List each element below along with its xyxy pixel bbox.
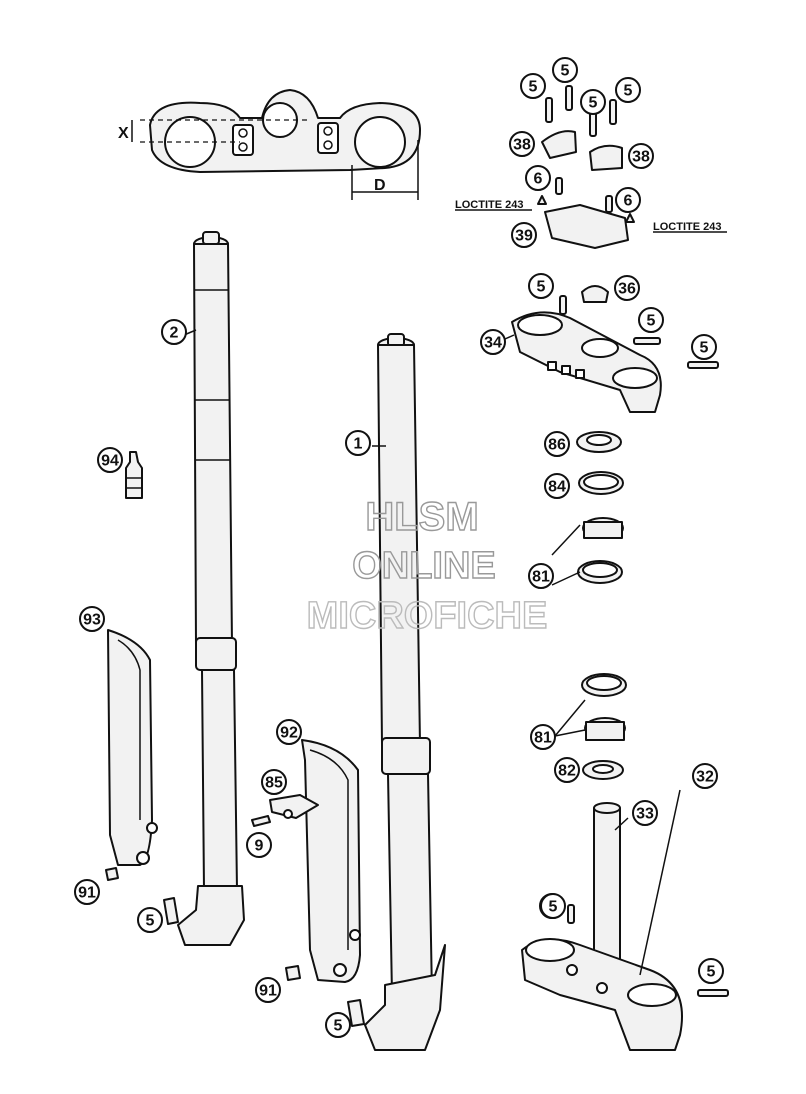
part-callouts: 5555538386639536553421948684819381829285…: [74, 57, 724, 1038]
callout-label: 5: [549, 899, 558, 916]
dimension-x-label: X: [118, 125, 129, 142]
callout-84: 84: [544, 473, 570, 499]
callout-34: 34: [480, 329, 506, 355]
callout-label: 5: [700, 340, 709, 357]
loctite-label-left: LOCTITE 243: [455, 199, 523, 211]
callout-92: 92: [276, 719, 302, 745]
handlebar-clamps: [537, 85, 635, 249]
callout-5: 5: [691, 334, 717, 360]
callout-91: 91: [74, 879, 100, 905]
callout-label: 81: [534, 730, 552, 747]
fork-leg-1: [364, 333, 446, 1051]
callout-label: 86: [548, 437, 566, 454]
watermark-line3: MICROFICHE: [307, 595, 548, 637]
callout-label: 5: [334, 1018, 343, 1035]
callout-label: 39: [515, 228, 533, 245]
callout-86: 86: [544, 431, 570, 457]
callout-94: 94: [97, 447, 123, 473]
callout-label: 5: [537, 279, 546, 296]
loctite-label-right: LOCTITE 243: [653, 221, 721, 233]
callout-6: 6: [615, 187, 641, 213]
callout-5: 5: [520, 73, 546, 99]
callout-label: 6: [624, 193, 633, 210]
callout-label: 5: [529, 79, 538, 96]
watermark-line2: ONLINE: [352, 545, 496, 587]
callout-5: 5: [325, 1012, 351, 1038]
dimension-view-clamp: X D: [118, 89, 421, 200]
callout-5: 5: [528, 273, 554, 299]
loctite-bottle-94: [125, 451, 143, 499]
callout-1: 1: [345, 430, 371, 456]
callout-6: 6: [525, 165, 551, 191]
bolts-lower: [105, 867, 365, 1027]
callout-label: 34: [484, 335, 502, 352]
callout-label: 9: [255, 838, 264, 855]
callout-5: 5: [698, 958, 724, 984]
lower-triple-clamp-32: [521, 802, 729, 1051]
dimension-d-label: D: [374, 177, 386, 194]
callout-5: 5: [540, 893, 566, 919]
callout-label: 38: [513, 137, 531, 154]
callout-label: 82: [558, 763, 576, 780]
callout-label: 5: [146, 913, 155, 930]
fork-guard-92: [301, 739, 361, 983]
callout-33: 33: [632, 800, 658, 826]
watermark-line1: HLSM: [365, 495, 478, 539]
callout-label: 91: [259, 983, 277, 1000]
callout-5: 5: [552, 57, 578, 83]
callout-label: 85: [265, 775, 283, 792]
callout-label: 91: [78, 885, 96, 902]
callout-93: 93: [79, 606, 105, 632]
callout-91: 91: [255, 977, 281, 1003]
callout-85: 85: [261, 769, 287, 795]
callout-38: 38: [509, 131, 535, 157]
callout-9: 9: [246, 832, 272, 858]
callout-label: 81: [532, 569, 550, 586]
callout-label: 5: [589, 95, 598, 112]
callout-label: 93: [83, 612, 101, 629]
fork-leg-2: [177, 231, 245, 946]
callout-label: 5: [561, 63, 570, 80]
callout-81: 81: [528, 563, 554, 589]
callout-label: 38: [632, 149, 650, 166]
callout-label: 36: [618, 281, 636, 298]
callout-label: 5: [624, 83, 633, 100]
callout-39: 39: [511, 222, 537, 248]
callout-5: 5: [615, 77, 641, 103]
steering-head-parts: [576, 431, 627, 780]
callout-label: 5: [707, 964, 716, 981]
callout-5: 5: [638, 307, 664, 333]
callout-2: 2: [161, 319, 187, 345]
callout-81: 81: [530, 724, 556, 750]
callout-label: 32: [696, 769, 714, 786]
leader-lines: [171, 329, 681, 976]
clamp-85: [251, 794, 319, 827]
watermark: HLSM ONLINE MICROFICHE: [306, 494, 548, 637]
callout-5: 5: [580, 89, 606, 115]
callout-32: 32: [692, 763, 718, 789]
callout-82: 82: [554, 757, 580, 783]
callout-38: 38: [628, 143, 654, 169]
callout-label: 94: [101, 453, 119, 470]
callout-label: 5: [647, 313, 656, 330]
callout-label: 1: [354, 436, 363, 453]
callout-label: 2: [170, 325, 179, 342]
callout-label: 6: [534, 171, 543, 188]
callout-5: 5: [137, 907, 163, 933]
callout-label: 92: [280, 725, 298, 742]
callout-label: 84: [548, 479, 566, 496]
callout-label: 33: [636, 806, 654, 823]
fork-guard-93: [107, 629, 158, 866]
callout-36: 36: [614, 275, 640, 301]
upper-triple-clamp-34: [511, 285, 719, 413]
